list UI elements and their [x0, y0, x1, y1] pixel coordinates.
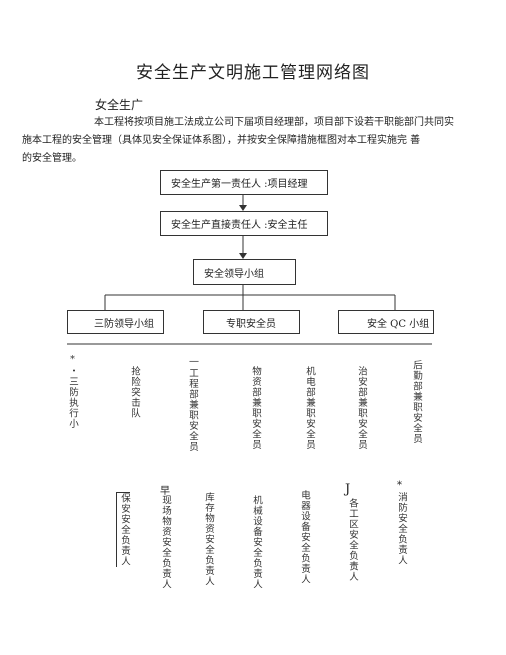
level3-item-6: 治安部兼职安全员	[356, 366, 367, 450]
level4-star-mark: *	[397, 480, 402, 491]
level4-item-5: 电器设备安全负责人	[299, 490, 310, 585]
level4-item-4: 机械设备安全负责人	[251, 495, 262, 590]
box-direct-responsible: 安全生产直接责任人 :安全主任	[160, 211, 328, 236]
paragraph-line-1: 本工程将按项目施工法成立公司下届项目经理部，项目部下设若干职能部门共同实	[94, 117, 454, 128]
level3-item-2: 抢险突击队	[129, 366, 140, 419]
level3-item-7: 后勤部兼职安全员	[411, 360, 422, 444]
box-first-responsible: 安全生产第一责任人 :项目经理	[160, 170, 328, 195]
section-heading: 女全生广	[95, 98, 144, 112]
box-leading-group: 安全领导小组	[193, 259, 296, 285]
level4-j-mark: J	[345, 482, 351, 497]
level3-dash-mark: —	[189, 356, 199, 367]
level4-zao-mark: 早	[160, 486, 170, 497]
level3-item-1: *・三防执行小	[67, 354, 78, 429]
box-three-prevention: 三防领导小组	[67, 310, 164, 334]
level4-item-1: 保安安全负责人	[116, 492, 130, 567]
level4-item-7: 消防安全负责人	[396, 492, 407, 566]
page-title: 安全生产文明施工管理网络图	[136, 63, 370, 83]
arrow-2-3	[239, 253, 247, 259]
arrow-1-2	[239, 205, 247, 211]
level3-item-5: 机电部兼职安全员	[304, 366, 315, 450]
level4-item-3: 库存物资安全负责人	[203, 492, 214, 587]
box-safety-officer: 专职安全员	[203, 310, 300, 334]
level4-item-6: 各工区安全负责人	[347, 498, 358, 582]
paragraph-line-3: 的安全管理。	[22, 153, 82, 164]
level4-item-2: 现场物资安全负责人	[160, 495, 171, 590]
level3-item-4: 物资部兼职安全员	[250, 366, 261, 450]
level3-item-3: 工程部兼职安全员	[187, 368, 198, 452]
intro-paragraph: 本工程将按项目施工法成立公司下届项目经理部，项目部下设若干职能部门共同实 施本工…	[22, 114, 458, 168]
paragraph-line-2: 施本工程的安全管理（具体见安全保证体系图），并按安全保障措施框图对本工程实施完 …	[22, 135, 421, 146]
box-qc-group: 安全 QC 小组	[338, 310, 434, 334]
